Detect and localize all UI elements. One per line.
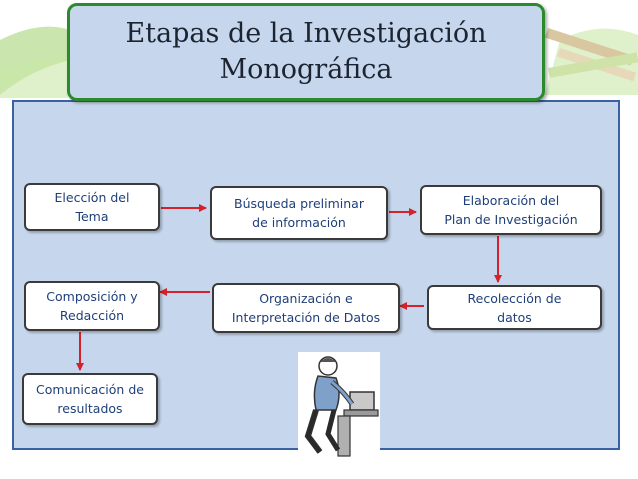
title-box: Etapas de la Investigación Monográfica (67, 3, 545, 101)
title-line-2: Monográfica (219, 54, 393, 85)
node-organizacion: Organización e Interpretación de Datos (212, 283, 400, 333)
node-eleccion: Elección del Tema (24, 183, 160, 231)
node-composicion: Composición y Redacción (24, 281, 160, 331)
person-at-computer-icon (298, 352, 380, 457)
title-line-1: Etapas de la Investigación (125, 18, 487, 49)
node-comunicacion: Comunicación de resultados (22, 373, 158, 425)
node-recoleccion: Recolección de datos (427, 285, 602, 330)
node-elaboracion: Elaboración del Plan de Investigación (420, 185, 602, 235)
node-busqueda: Búsqueda preliminar de información (210, 186, 388, 240)
